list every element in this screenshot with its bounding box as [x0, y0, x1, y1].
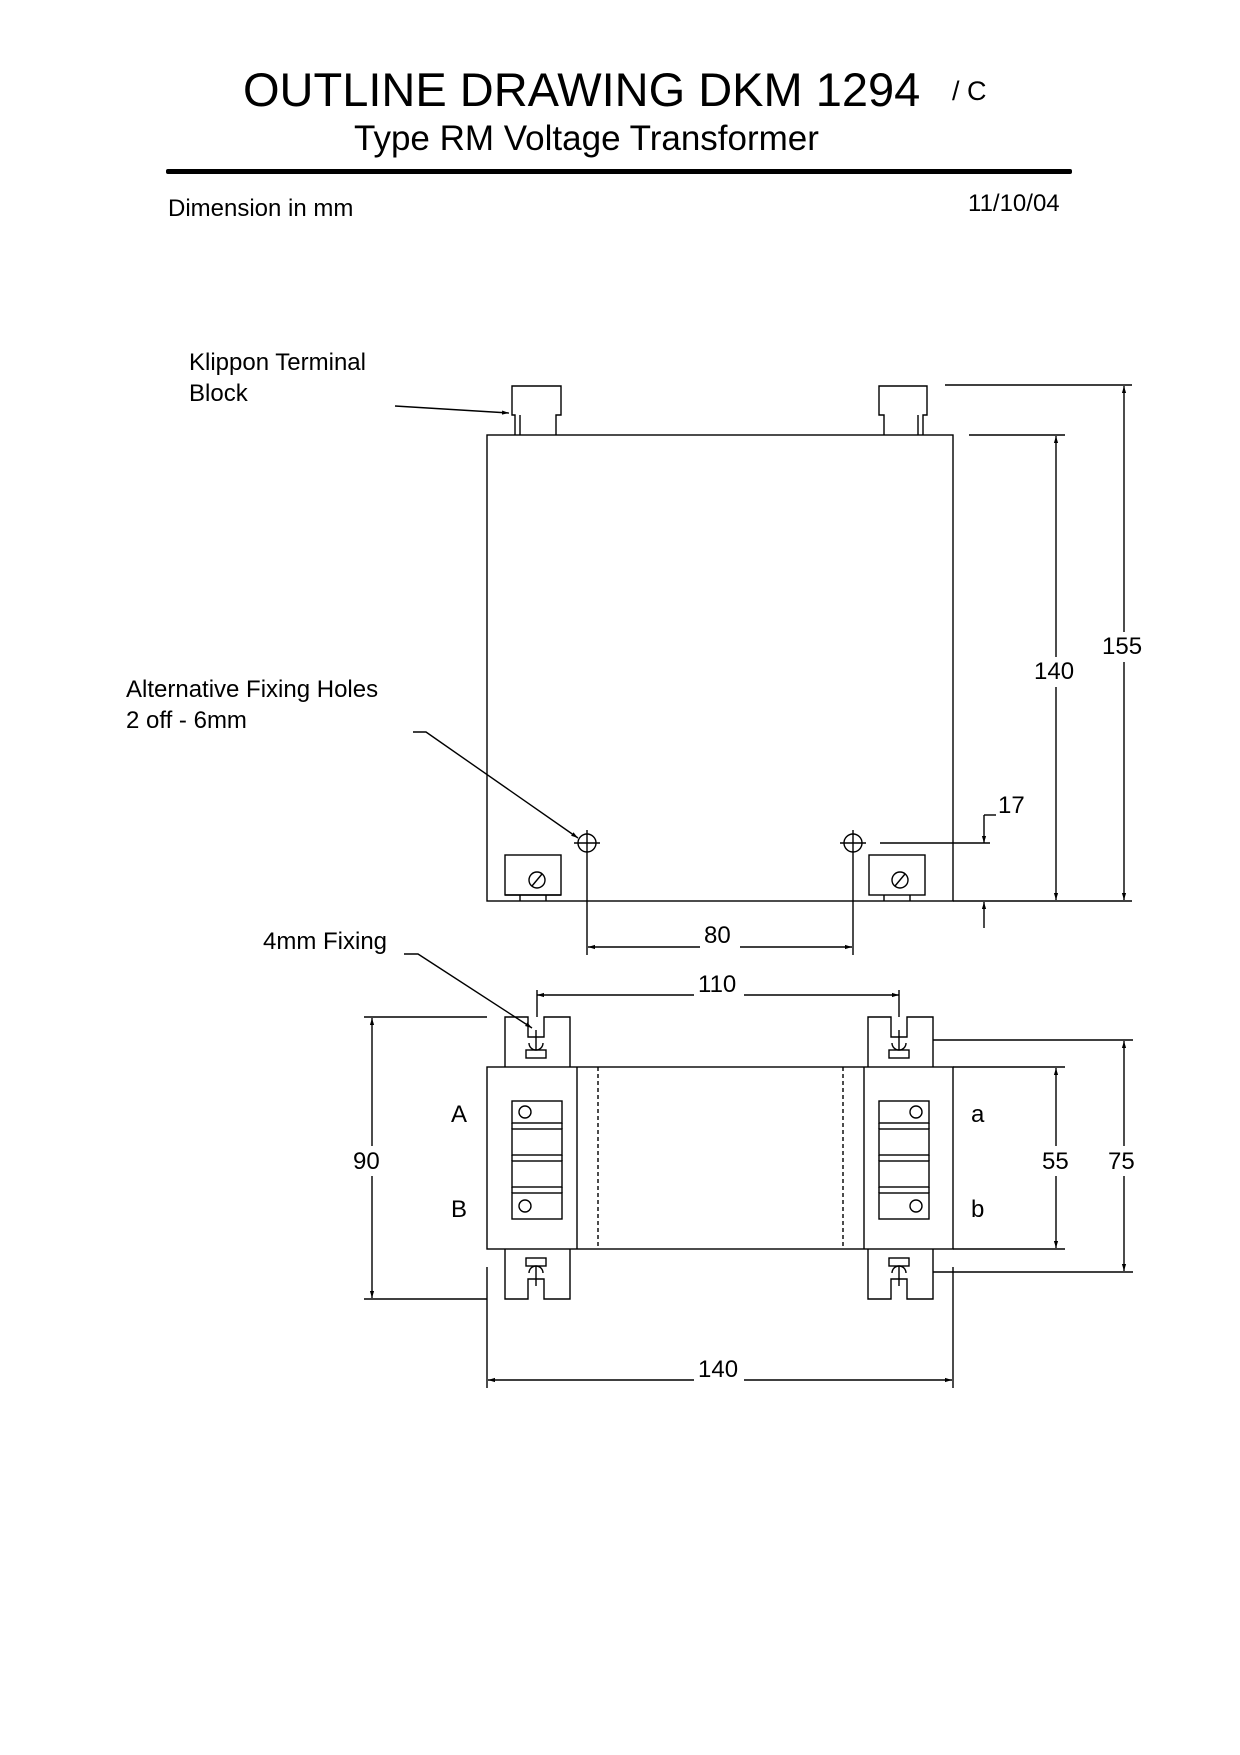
callout-terminal-block-line2: Block — [189, 380, 249, 407]
dim-label-90: 90 — [353, 1148, 380, 1175]
drawing-date: 11/10/04 — [968, 190, 1060, 217]
callout-fixing-holes-line2: 2 off - 6mm — [126, 707, 247, 734]
callout-4mm-fixing: 4mm Fixing — [263, 928, 387, 955]
dim-label-140-plan: 140 — [698, 1356, 738, 1383]
side-view — [394, 384, 1132, 955]
transformer-body-plan — [486, 1066, 954, 1250]
dim-label-55: 55 — [1042, 1148, 1069, 1175]
leader-terminal-block — [394, 405, 510, 415]
terminal-label-A: A — [451, 1101, 467, 1128]
slotted-foot-top-left — [504, 1016, 571, 1067]
dim-label-75: 75 — [1108, 1148, 1135, 1175]
callout-terminal-block-line1: Klippon Terminal — [189, 349, 366, 376]
title-underline — [166, 169, 1072, 174]
terminal-label-a: a — [971, 1101, 985, 1128]
slotted-foot-top-right — [867, 1016, 934, 1067]
leader-fixing-holes — [413, 731, 579, 839]
dim-label-155: 155 — [1102, 633, 1142, 660]
dim-label-80: 80 — [704, 922, 731, 949]
dim-label-17: 17 — [998, 792, 1025, 819]
foot-right-side — [868, 854, 926, 901]
terminal-strip-secondary — [878, 1100, 930, 1220]
terminal-block-right — [878, 385, 928, 435]
revision-label: / C — [952, 76, 987, 106]
dim-label-110: 110 — [698, 971, 736, 998]
drawing-subtitle: Type RM Voltage Transformer — [354, 119, 819, 158]
terminal-block-left — [511, 385, 562, 435]
drawing-title: OUTLINE DRAWING DKM 1294 — [243, 63, 921, 116]
transformer-body-side — [486, 434, 954, 902]
dim-label-140-side: 140 — [1034, 658, 1074, 685]
leader-4mm-fixing — [404, 953, 533, 1029]
callout-fixing-holes-line1: Alternative Fixing Holes — [126, 676, 378, 703]
slotted-foot-bottom-left — [504, 1249, 571, 1300]
units-note: Dimension in mm — [168, 195, 354, 222]
terminal-strip-primary — [511, 1100, 563, 1220]
fixing-hole-left — [574, 830, 600, 856]
terminal-label-B: B — [451, 1196, 467, 1223]
slotted-foot-bottom-right — [867, 1249, 934, 1300]
terminal-label-b: b — [971, 1196, 984, 1223]
plan-view — [364, 953, 1133, 1388]
fixing-hole-right — [840, 830, 866, 856]
foot-left-side — [504, 854, 562, 901]
